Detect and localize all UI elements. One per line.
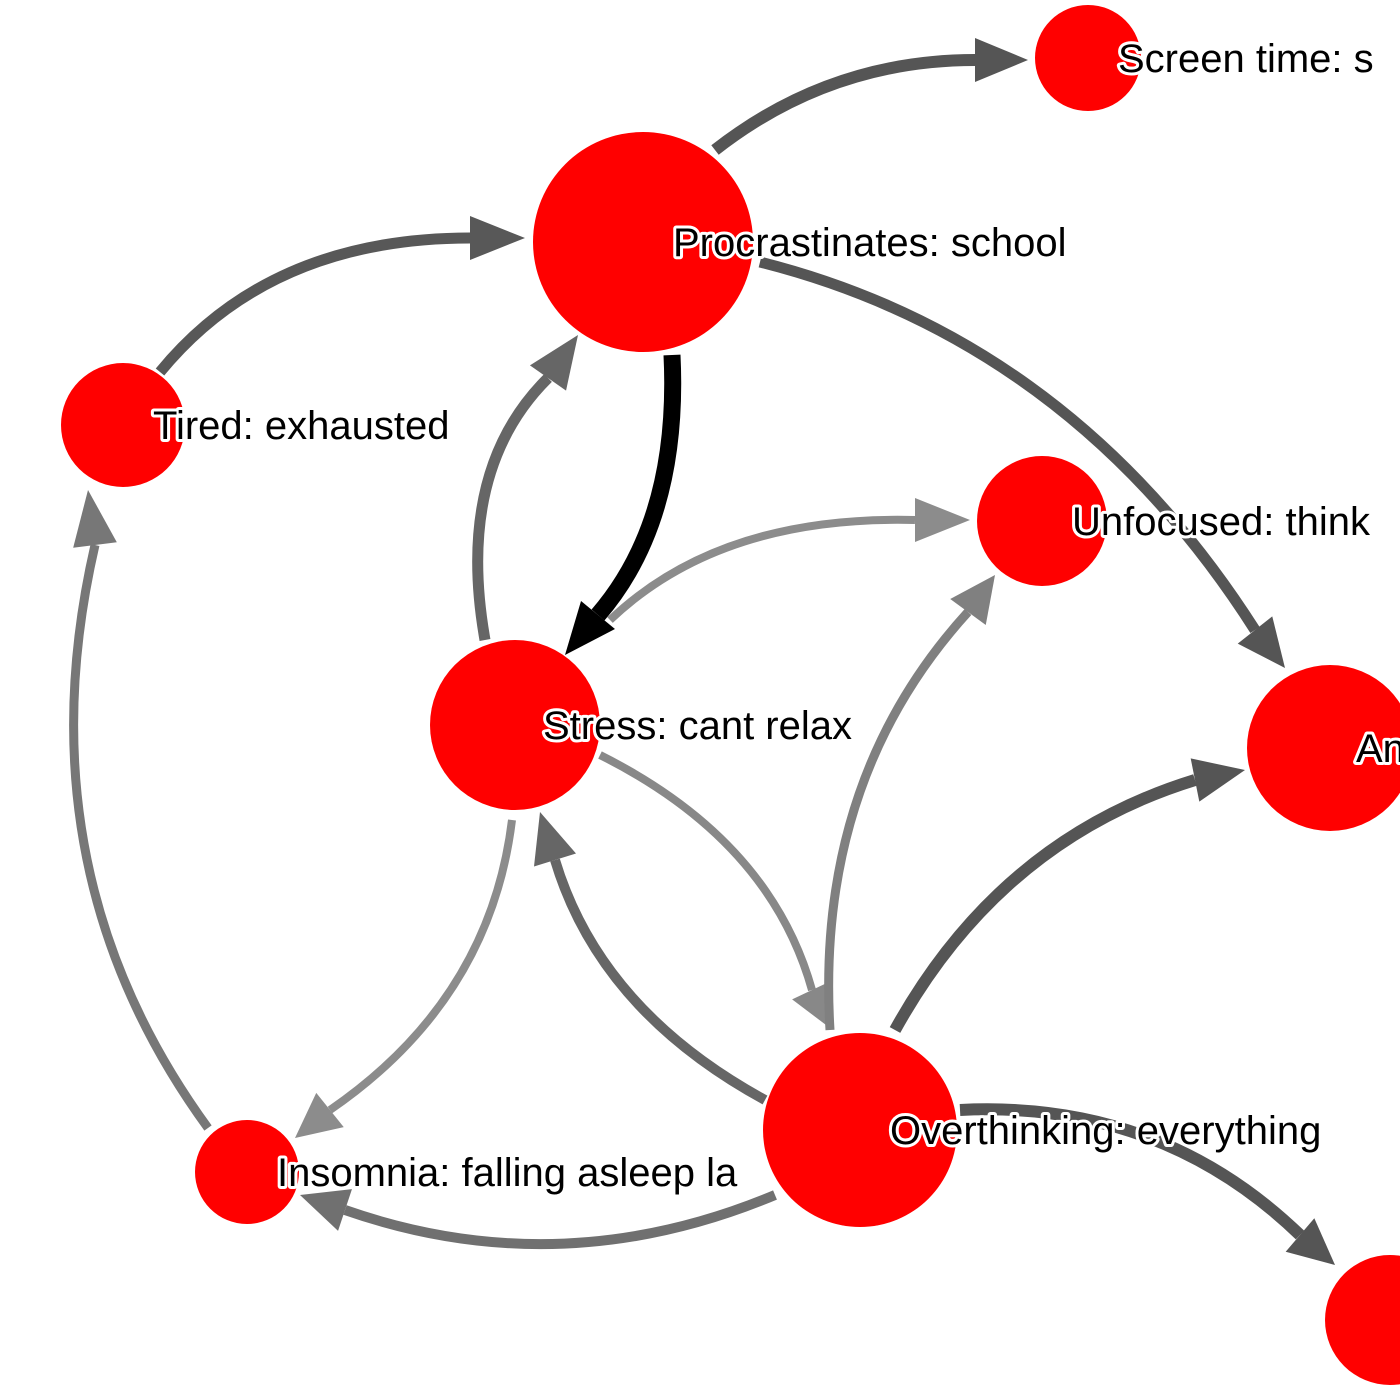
arrowhead-icon	[950, 575, 995, 625]
node-label: Screen time: s	[1118, 37, 1374, 81]
node-bottomright[interactable]	[1325, 1255, 1400, 1385]
edge-line	[69, 543, 212, 1131]
arrowhead-icon	[975, 38, 1028, 82]
edge-line	[824, 608, 972, 1031]
node-circle[interactable]	[977, 456, 1107, 586]
edge-stress-to-unfocused	[607, 498, 970, 623]
arrowhead-icon	[529, 335, 578, 391]
node-circle[interactable]	[763, 1033, 957, 1227]
node-unfocused[interactable]: Unfocused: think	[977, 456, 1374, 586]
arrowhead-icon	[915, 498, 970, 542]
node-label: Stress: cant relax	[543, 704, 852, 748]
edge-line	[598, 751, 816, 992]
node-circle[interactable]	[195, 1120, 299, 1224]
node-label: Procrastinates: school	[673, 221, 1067, 265]
arrowhead-icon	[73, 490, 117, 548]
node-label: Tired: exhausted	[153, 404, 449, 448]
edge-tired-to-procrastinates	[155, 216, 525, 376]
node-circle[interactable]	[1247, 665, 1400, 831]
node-label: Overthinking: everything	[890, 1109, 1321, 1153]
edge-line	[591, 354, 682, 621]
arrowhead-icon	[1285, 1218, 1335, 1265]
node-tired[interactable]: Tired: exhausted	[61, 363, 452, 487]
edge-line	[889, 774, 1197, 1033]
edge-procrastinates-to-stress	[565, 354, 682, 655]
node-overthinking[interactable]: Overthinking: everything	[763, 1033, 1324, 1227]
node-an[interactable]: An	[1247, 665, 1400, 831]
edge-overthinking-to-stress	[534, 812, 768, 1105]
edge-line	[959, 1103, 1305, 1240]
edge-line	[607, 515, 916, 623]
arrowhead-icon	[470, 216, 525, 260]
edge-line	[327, 819, 516, 1114]
arrowhead-icon	[534, 812, 576, 867]
edge-overthinking-to-an	[889, 758, 1245, 1033]
edge-line	[472, 374, 552, 641]
edge-line	[758, 256, 1260, 633]
node-circle[interactable]	[533, 132, 753, 352]
edge-procrastinates-to-an	[758, 256, 1285, 668]
arrowhead-icon	[295, 1092, 344, 1138]
edge-stress-to-procrastinates	[472, 335, 578, 641]
node-label: An	[1356, 727, 1400, 771]
arrowhead-icon	[792, 980, 832, 1028]
arrowhead-icon	[565, 600, 615, 655]
node-insomnia[interactable]: Insomnia: falling asleep la	[195, 1120, 741, 1224]
node-label: Unfocused: think	[1072, 500, 1371, 544]
edge-overthinking-to-insomnia	[300, 1189, 777, 1250]
edge-line	[711, 54, 976, 155]
edge-procrastinates-to-screen	[711, 38, 1028, 155]
edge-stress-to-overthinking	[598, 751, 832, 1028]
node-stress[interactable]: Stress: cant relax	[430, 640, 855, 810]
arrowhead-icon	[1190, 758, 1245, 802]
arrowhead-icon	[1237, 616, 1285, 668]
edge-overthinking-to-bottomright	[959, 1103, 1335, 1265]
edge-line	[550, 858, 768, 1105]
node-circle[interactable]	[1325, 1255, 1400, 1385]
edge-stress-to-insomnia	[295, 819, 516, 1138]
edge-insomnia-to-tired	[69, 490, 212, 1131]
node-label: Insomnia: falling asleep la	[277, 1151, 738, 1195]
edge-line	[343, 1190, 777, 1250]
node-procrastinates[interactable]: Procrastinates: school	[533, 132, 1070, 352]
node-circle[interactable]	[1035, 5, 1141, 111]
node-circle[interactable]	[61, 363, 185, 487]
edge-overthinking-to-unfocused	[824, 575, 995, 1031]
node-screen[interactable]: Screen time: s	[1035, 5, 1377, 111]
arrowhead-icon	[300, 1189, 352, 1231]
node-circle[interactable]	[430, 640, 600, 810]
edge-line	[155, 232, 471, 376]
